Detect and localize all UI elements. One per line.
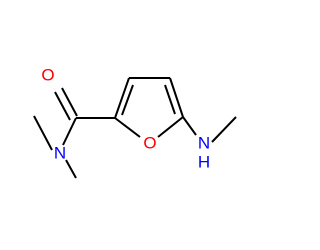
atom-n-amine: N (198, 134, 210, 153)
atom-h-amine: H (198, 153, 210, 172)
atom-o-ring: O (143, 134, 156, 153)
bond-amide-n-methyl-down (65, 159, 77, 179)
bond-carbonyl-c-o-2 (54, 91, 71, 121)
bond-ring-o1-c2 (114, 117, 141, 138)
bond-carbonyl-c-o-1 (61, 87, 78, 117)
atom-o-carbonyl: O (41, 66, 54, 85)
bond-ring-c2-c3-inner (121, 84, 134, 116)
bond-ring-c4-c5 (169, 77, 184, 118)
bond-carbonyl-c-amide-n (62, 117, 77, 146)
molecule-canvas: O N O N H (33, 66, 237, 179)
bond-ring-c2-c3 (114, 77, 130, 119)
atom-n-amide: N (54, 144, 66, 163)
bond-c5-amine-n (182, 116, 197, 136)
bond-amine-n-methyl (211, 116, 237, 143)
molecule-structure: O N O N H (33, 66, 237, 179)
bond-ring-c4-c5-inner (164, 84, 176, 115)
bond-ring-c5-o1 (157, 116, 184, 138)
bond-amide-n-methyl-left (33, 115, 53, 151)
